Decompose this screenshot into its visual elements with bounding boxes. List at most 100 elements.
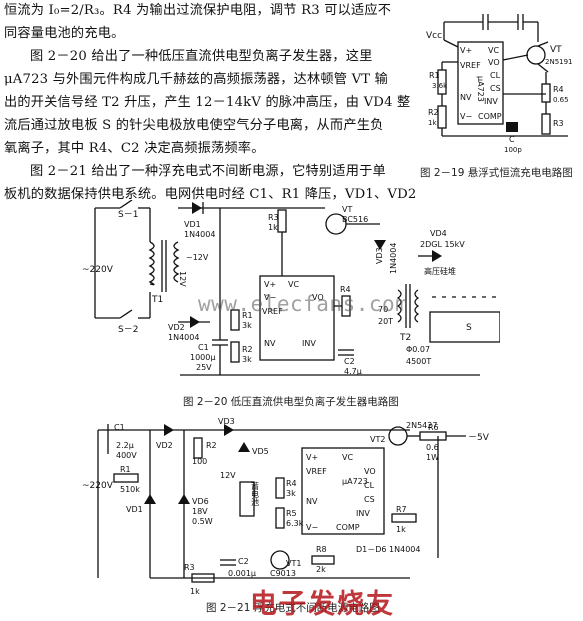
- fig20-resistor-r3: [277, 209, 287, 233]
- fig21-output-label: －5V: [468, 433, 490, 443]
- fig20-c1-volt: 25V: [196, 363, 212, 372]
- fig20-r3-value: 1k: [268, 223, 278, 232]
- fig19-c-label: C: [509, 135, 515, 144]
- fig20-diode-vd4: [432, 250, 442, 262]
- fig20-vd4-part: 2DGL 15kV: [420, 240, 465, 249]
- fig20-turns2-label: 20T: [378, 317, 393, 326]
- fig19-r1-value: 3.6k: [432, 82, 448, 90]
- fig21-r2-label: R2: [206, 441, 217, 450]
- fig19-vref-pin: VREF: [460, 61, 481, 70]
- fig19-nv-pin: NV: [460, 93, 472, 102]
- fig21-vd2-label: VD2: [156, 441, 173, 450]
- fig20-transformer-t1-secondary: [173, 241, 180, 283]
- fig21-r4-value: 3k: [286, 489, 296, 498]
- fig21-c1-label: C1: [114, 423, 125, 432]
- fig21-r6-value: 0.6: [426, 443, 439, 452]
- fig20-vd1-part: 1N4004: [184, 230, 215, 239]
- site-watermark: www.elecfans.com: [198, 292, 409, 316]
- fig21-vt1-part: C9013: [270, 569, 296, 578]
- fig20-nv-pin: NV: [264, 339, 276, 348]
- fig21-vd6-label: VD6: [192, 497, 209, 506]
- fig19-vo-pin: VO: [488, 58, 500, 67]
- fig20-r2-value: 3k: [242, 355, 252, 364]
- fig21-transistor-vt1: [270, 550, 290, 570]
- fig20-ua723-chip: [259, 275, 335, 361]
- fig20-diode-vd1: [192, 202, 202, 214]
- paragraph-2-line-3: 出的开关信号经 T2 升压，产生 12－14kV 的脉冲高压，由 VD4 整: [4, 95, 411, 110]
- fig20-vo-pin: VO: [312, 293, 324, 302]
- site-logo: 电子发烧友: [250, 589, 395, 620]
- fig20-vc-pin: VC: [288, 280, 299, 289]
- paragraph-2-line-4: 流后通过放电板 S 的针尖电极放电使空气分子电离，从而产生负: [4, 118, 384, 133]
- fig21-vt2-label: VT2: [370, 435, 385, 444]
- fig20-s2-label: S－2: [118, 325, 138, 335]
- caption-figure-2-20: 图 2－20 低压直流供电型负离子发生器电路图: [183, 396, 399, 408]
- fig19-inv-pin: INV: [484, 97, 498, 106]
- fig21-vd6-power: 0.5W: [192, 517, 213, 526]
- fig21-r8-label: R8: [316, 545, 327, 554]
- fig20-vd3-label: VD3: [375, 247, 384, 264]
- fig20-c1-label: C1: [198, 343, 209, 352]
- fig21-resistor-r7: [391, 513, 417, 523]
- fig21-vt2-part: 2N5427: [406, 421, 437, 430]
- fig21-r7-label: R7: [396, 505, 407, 514]
- fig21-c1-volt: 400V: [116, 451, 137, 460]
- fig20-discharge-board-s: [429, 311, 500, 343]
- fig20-transformer-t1-primary: [148, 241, 155, 286]
- fig20-vt-part: BC516: [342, 215, 368, 224]
- fig20-t2-label: T2: [399, 333, 411, 343]
- fig20-vd2-part: 1N4004: [168, 333, 199, 342]
- fig20-inv-pin: INV: [302, 339, 316, 348]
- fig21-vo-pin: VO: [364, 467, 376, 476]
- fig21-diode-list: D1－D6 1N4004: [356, 545, 420, 554]
- fig21-resistor-r6: [419, 431, 447, 441]
- fig20-r1-value: 3k: [242, 321, 252, 330]
- fig20-transformer-t2-primary: [396, 289, 402, 323]
- figure-2-20-schematic: S－1 S－2 ~220V T1 12V VD1 1N4004 ~12V VD2…: [82, 200, 500, 376]
- fig21-resistor-r3: [191, 573, 215, 583]
- fig21-vd1-label: VD1: [126, 505, 143, 514]
- fig21-c2-value: 0.001μ: [228, 569, 256, 578]
- paragraph-2-line-1: 图 2－20 给出了一种低压直流供电型负离子发生器，这里: [30, 49, 373, 64]
- fig21-r5-value: 6.3k: [286, 519, 304, 528]
- fig19-transistor-vt: [526, 45, 546, 65]
- fig19-r2-value: 1k: [428, 119, 437, 127]
- fig21-r1-value: 510k: [120, 485, 140, 494]
- fig20-wire1-label: Φ0.07: [406, 345, 430, 354]
- fig19-resistor-r2: [437, 105, 447, 129]
- fig20-r4-label: R4: [340, 285, 351, 294]
- paragraph-3-line-2: 板机的数据保持供电系统。电网供电时经 C1、R1 降压，VD1、VD2: [4, 187, 417, 202]
- fig20-vd1-label: VD1: [184, 220, 201, 229]
- fig21-inv-pin: INV: [356, 509, 370, 518]
- fig20-vd3-part: 1N4004: [389, 243, 398, 274]
- fig21-ua723-chip: [301, 447, 385, 535]
- fig21-c1-value: 2.2μ: [116, 441, 134, 450]
- fig21-vplus-pin: V+: [306, 453, 318, 462]
- paragraph-2-line-5: 氧离子，其中 R4、C2 决定高频振荡频率。: [4, 141, 265, 156]
- fig20-c2-label: C2: [344, 357, 355, 366]
- fig20-transformer-t2-secondary: [414, 289, 420, 323]
- fig19-c-value: 100p: [504, 146, 522, 154]
- fig20-vd4-label: VD4: [430, 229, 447, 238]
- fig20-r2-label: R2: [242, 345, 253, 354]
- fig20-diode-vd3: [374, 240, 386, 250]
- caption-figure-2-19: 图 2－19 悬浮式恒流充电电路图: [420, 167, 573, 179]
- fig21-r3-value: 1k: [190, 587, 200, 594]
- fig19-capacitor-c: [506, 122, 518, 132]
- fig19-r1-label: R1: [429, 71, 440, 80]
- fig20-s-label: S: [466, 323, 472, 333]
- fig21-cs-pin: CS: [364, 495, 375, 504]
- fig21-r4-label: R4: [286, 479, 297, 488]
- paragraph-3-line-1: 图 2－21 给出了一种浮充电式不间断电源，它特别适用于单: [30, 164, 386, 179]
- fig21-resistor-r2: [193, 437, 203, 459]
- fig21-resistor-r1: [113, 473, 139, 483]
- figure-2-21-schematic: C1 2.2μ 400V ~220V R1 510k VD1 VD2 VD6 1…: [82, 418, 490, 594]
- fig20-12v-label: 12V: [178, 271, 187, 287]
- fig20-c2-value: 4.7μ: [344, 367, 362, 376]
- fig21-battery-voltage: 12V: [220, 471, 236, 480]
- fig21-vminus-pin: V−: [306, 523, 318, 532]
- fig21-r5-label: R5: [286, 509, 297, 518]
- fig20-vd2-label: VD2: [168, 323, 185, 332]
- fig21-diode-vd5: [238, 442, 250, 452]
- fig21-vd3-label: VD3: [218, 418, 235, 426]
